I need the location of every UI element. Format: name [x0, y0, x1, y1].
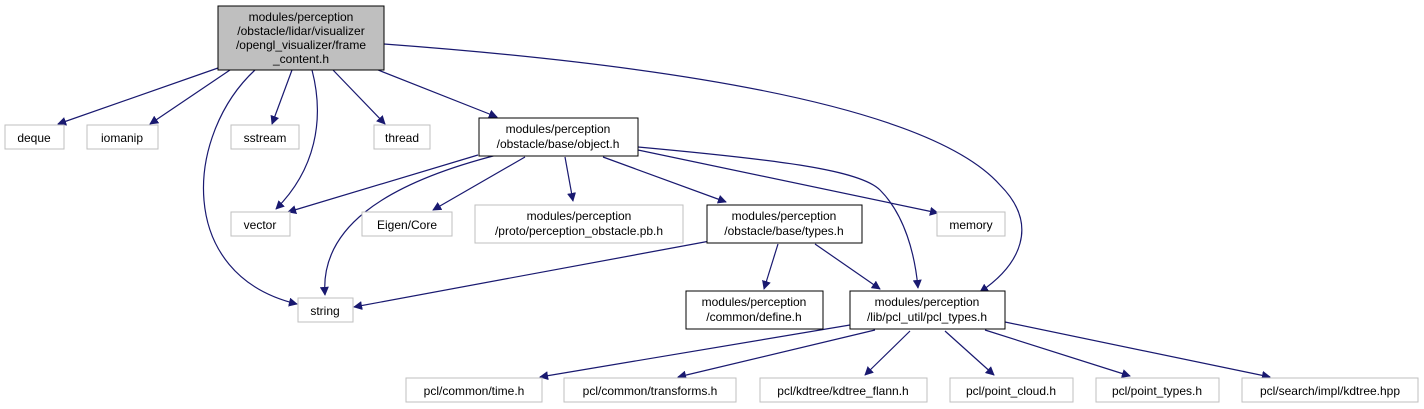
edge-frame-content-to-string: [202, 69, 298, 307]
node-pcl-point-types-h: pcl/point_types.h: [1095, 377, 1220, 403]
edge-types-h-to-define-h: [762, 243, 779, 290]
edge-frame-content-to-vector: [275, 69, 318, 210]
node-types-h[interactable]: modules/perception /obstacle/base/types.…: [706, 204, 863, 244]
edge-pcl-types-to-pcl-point-types: [984, 329, 1131, 378]
node-label: memory: [949, 218, 992, 232]
edge-pcl-types-to-pcl-time: [539, 324, 851, 381]
edge-object-h-to-eigen-core: [432, 156, 526, 211]
edge-object-h-to-pcl-types: [637, 146, 922, 289]
edge-frame-content-to-deque: [57, 67, 219, 126]
edge-frame-content-to-pcl-types: [383, 43, 1023, 293]
node-pcl-common-transforms-h: pcl/common/transforms.h: [563, 377, 737, 403]
node-label: /obstacle/base/types.h: [724, 224, 843, 238]
node-label: modules/perception: [527, 209, 632, 223]
edge-pcl-types-to-pcl-point-cloud: [944, 330, 995, 376]
edge-pcl-types-to-pcl-transforms: [677, 329, 876, 380]
edge-types-h-to-pcl-types: [814, 243, 881, 290]
node-frame-content-h[interactable]: modules/perception /obstacle/lidar/visua…: [217, 5, 385, 71]
node-pcl-search-impl-kdtree-hpp: pcl/search/impl/kdtree.hpp: [1241, 377, 1419, 403]
node-label: vector: [244, 218, 277, 232]
node-label: /common/define.h: [706, 310, 801, 324]
node-label: pcl/kdtree/kdtree_flann.h: [777, 384, 908, 398]
node-label: pcl/common/transforms.h: [583, 384, 718, 398]
node-label: Eigen/Core: [377, 218, 437, 232]
node-label: modules/perception: [732, 209, 837, 223]
node-sstream: sstream: [230, 124, 300, 150]
edge-frame-content-to-object-h: [377, 69, 498, 119]
node-label: /obstacle/base/object.h: [497, 137, 620, 151]
node-label: modules/perception: [506, 122, 611, 136]
edge-frame-content-to-iomanip: [149, 69, 231, 125]
edge-types-h-to-string: [353, 240, 711, 310]
node-vector: vector: [230, 211, 291, 237]
node-label: _content.h: [272, 52, 329, 66]
node-label: pcl/point_types.h: [1112, 384, 1202, 398]
node-label: pcl/search/impl/kdtree.hpp: [1260, 384, 1400, 398]
edge-frame-content-to-thread: [332, 69, 386, 125]
node-label: deque: [17, 131, 51, 145]
node-label: iomanip: [101, 131, 143, 145]
edge-pcl-types-to-pcl-kdtree-flann: [864, 330, 911, 376]
node-label: /obstacle/lidar/visualizer: [237, 24, 364, 38]
edge-object-h-to-memory: [637, 149, 939, 216]
node-perception-obstacle-pb-h: modules/perception /proto/perception_obs…: [474, 204, 684, 244]
edge-object-h-to-vector: [287, 154, 479, 214]
node-thread: thread: [373, 124, 431, 150]
node-label: modules/perception: [249, 10, 354, 24]
edge-object-h-to-types-h: [602, 156, 727, 204]
edge-pcl-types-to-pcl-search-kdtree: [1004, 321, 1271, 380]
node-deque: deque: [4, 124, 65, 150]
node-label: modules/perception: [702, 295, 807, 309]
node-pcl-point-cloud-h: pcl/point_cloud.h: [949, 377, 1074, 403]
node-label: pcl/common/time.h: [424, 384, 525, 398]
node-label: thread: [385, 131, 419, 145]
node-pcl-types-h[interactable]: modules/perception /lib/pcl_util/pcl_typ…: [849, 290, 1006, 330]
edge-object-h-to-perception-obstacle-pb: [564, 156, 576, 202]
node-eigen-core: Eigen/Core: [361, 211, 453, 237]
node-label: pcl/point_cloud.h: [966, 384, 1056, 398]
node-label: /opengl_visualizer/frame: [236, 38, 366, 52]
node-label: string: [310, 304, 339, 318]
node-label: modules/perception: [875, 295, 980, 309]
node-pcl-kdtree-flann-h: pcl/kdtree/kdtree_flann.h: [759, 377, 928, 403]
node-label: sstream: [244, 131, 287, 145]
node-define-h[interactable]: modules/perception /common/define.h: [685, 290, 824, 330]
node-string: string: [297, 297, 354, 323]
node-label: /lib/pcl_util/pcl_types.h: [867, 310, 987, 324]
edge-frame-content-to-sstream: [270, 69, 293, 125]
node-iomanip: iomanip: [86, 124, 159, 150]
node-memory: memory: [936, 211, 1006, 237]
node-label: /proto/perception_obstacle.pb.h: [495, 224, 663, 238]
node-object-h[interactable]: modules/perception /obstacle/base/object…: [478, 117, 639, 157]
node-pcl-common-time-h: pcl/common/time.h: [405, 377, 543, 403]
